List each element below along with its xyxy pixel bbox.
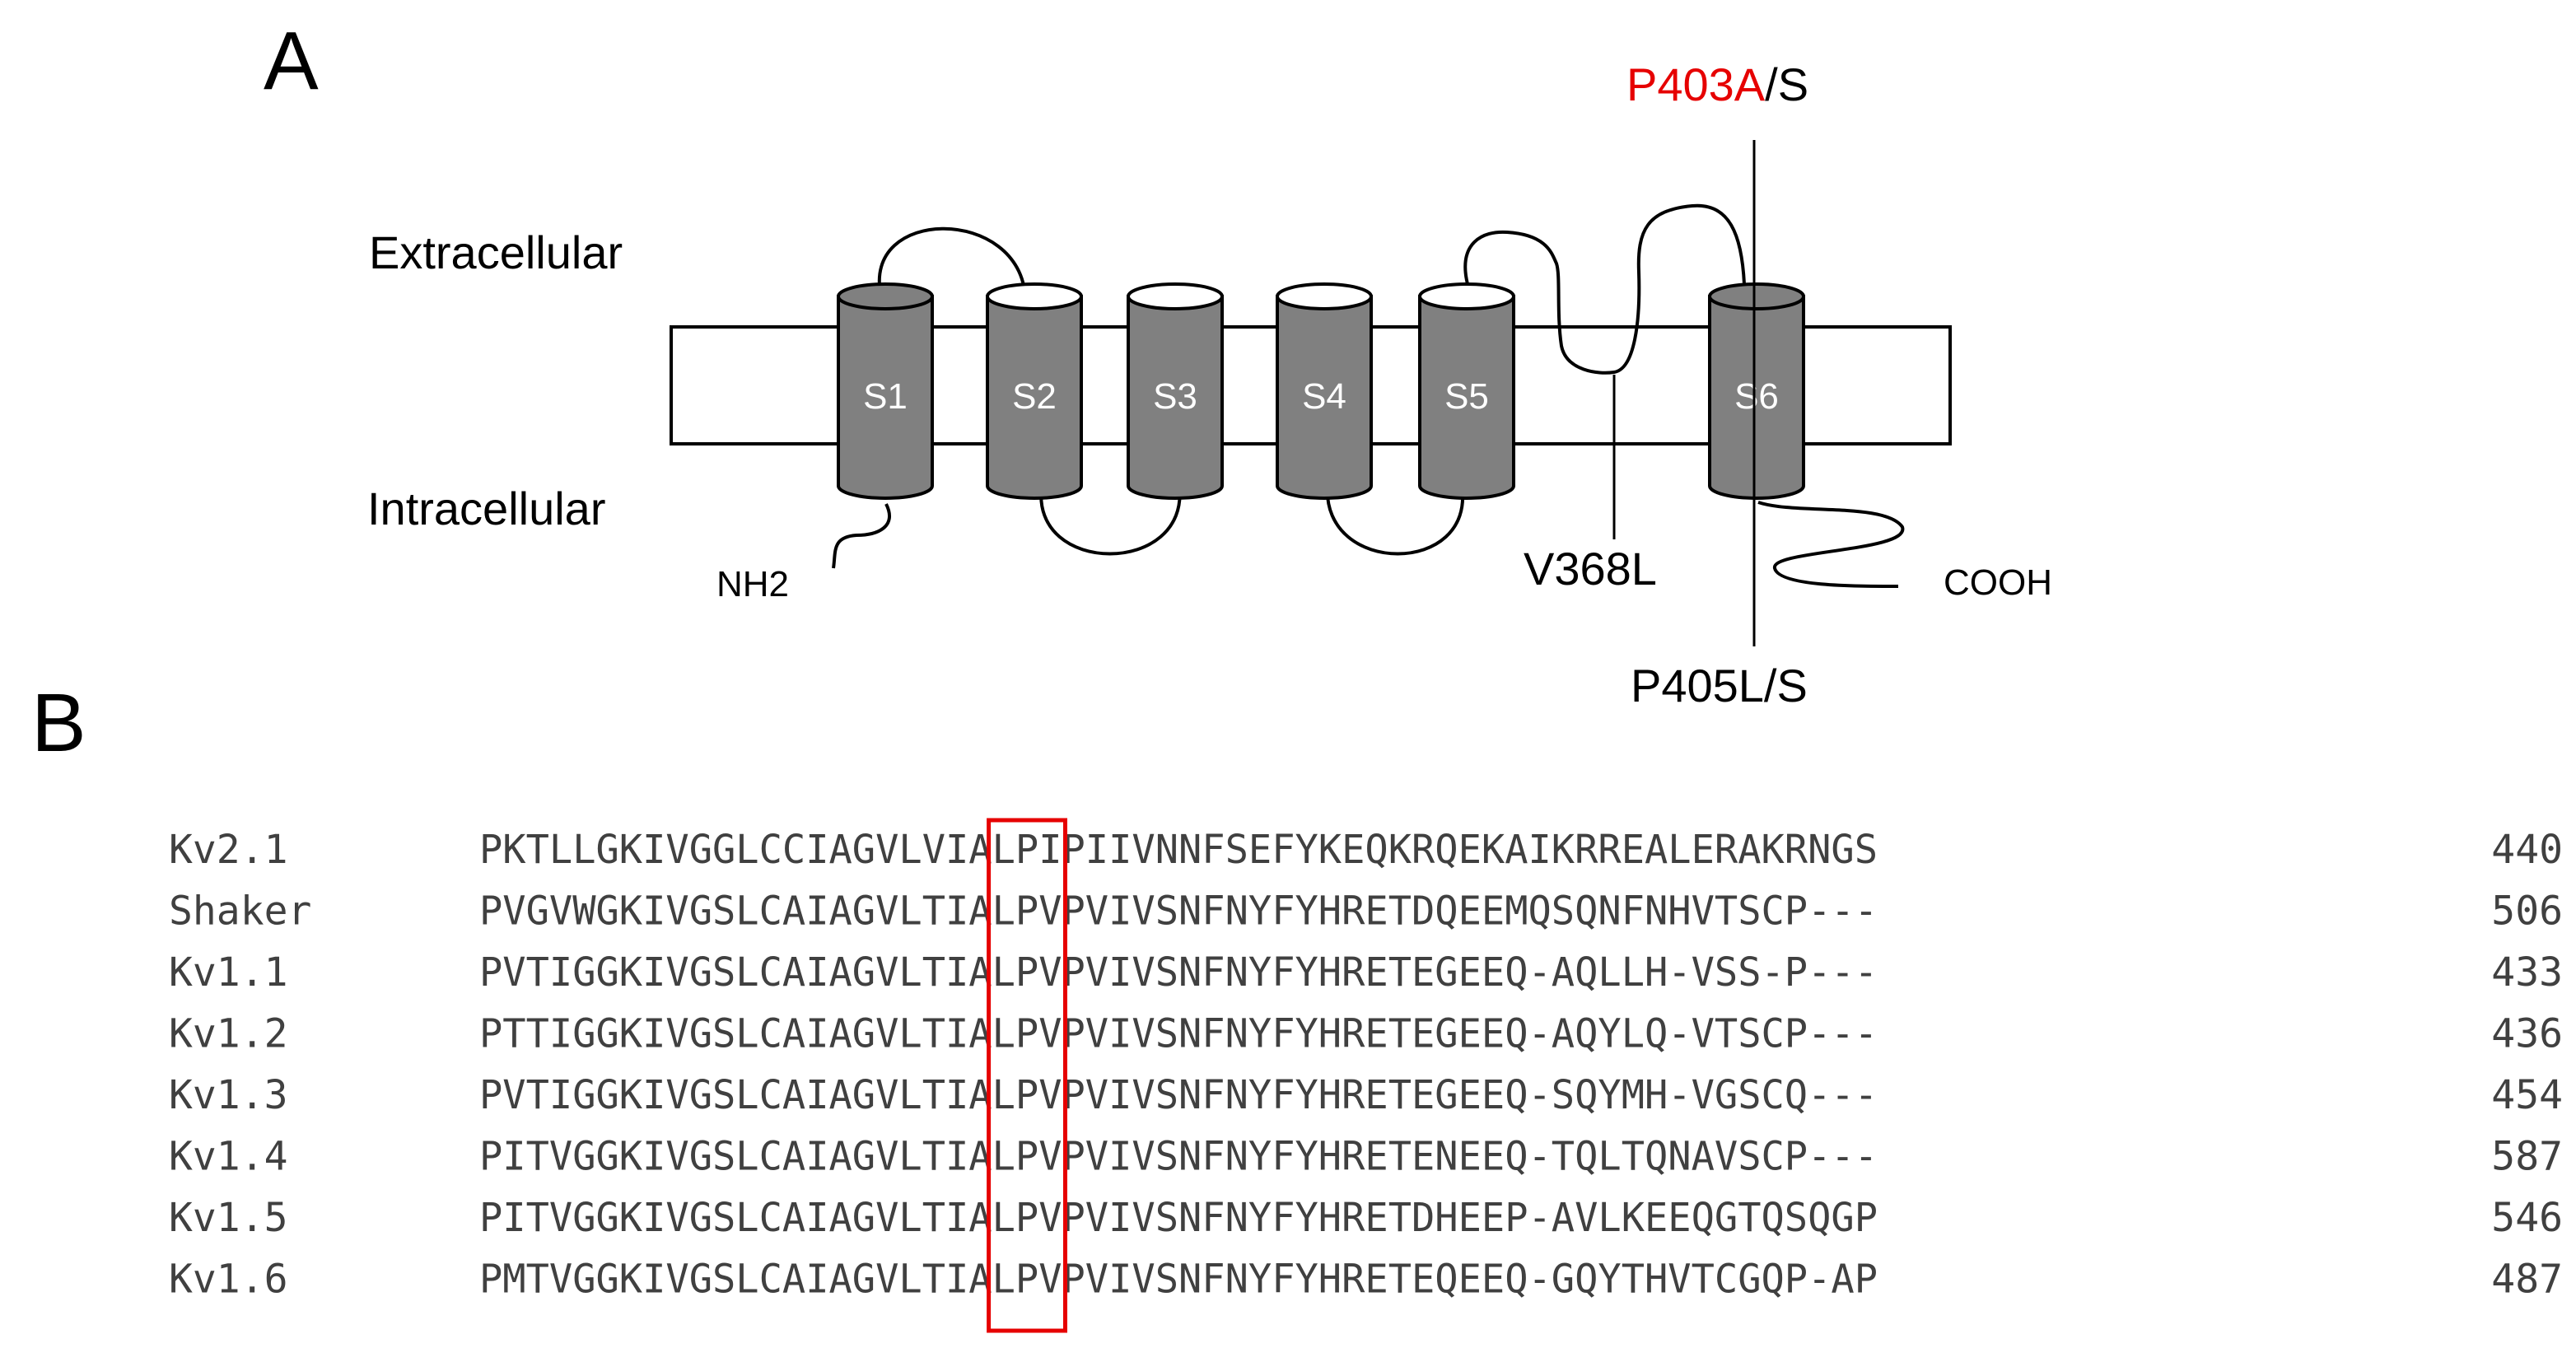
residue-number: 433: [2491, 949, 2563, 996]
sequence-pre: PTTIGGKIVGSLCAIAGVLTIA: [479, 1011, 992, 1057]
sequence-residues: PVGVWGKIVGSLCAIAGVLTIALPVPVIVSNFNYFYHRET…: [479, 889, 1878, 935]
sequence-name: Kv1.4: [169, 1134, 288, 1180]
helix-label-s6: S6: [1734, 376, 1779, 417]
helix-s5-top: [1418, 282, 1515, 310]
helix-label-s4: S4: [1302, 376, 1346, 417]
helix-label-s1: S1: [863, 376, 908, 417]
helix-s6: S6: [1708, 282, 1805, 500]
sequence-boxed: LPV: [992, 1257, 1062, 1303]
cooh-label: COOH: [1944, 562, 2052, 603]
extracellular-label: Extracellular: [369, 226, 623, 278]
mutation-v368-label: V368L: [1524, 543, 1657, 595]
alignment-row: Kv1.1 PVTIGGKIVGSLCAIAGVLTIALPVPVIVSNFNYF…: [169, 949, 2563, 996]
helix-s2-top: [986, 282, 1083, 310]
residue-number: 506: [2491, 889, 2563, 935]
helix-s6-top: [1708, 282, 1805, 310]
helix-s5: S5: [1418, 282, 1515, 500]
sequence-residues: PITVGGKIVGSLCAIAGVLTIALPVPVIVSNFNYFYHRET…: [479, 1195, 1878, 1241]
helix-s3-top: [1127, 282, 1224, 310]
mutation-p405-label: P405L/S: [1631, 660, 1808, 711]
sequence-post: PVIVSNFNYFYHRETEGEEQ-AQYLQ-VTSCP---: [1062, 1011, 1878, 1057]
residue-number: 546: [2491, 1195, 2563, 1241]
sequence-boxed: LPV: [992, 1134, 1062, 1180]
helix-s4-top: [1276, 282, 1373, 310]
sequence-boxed: LPV: [992, 1011, 1062, 1057]
helix-label-s5: S5: [1444, 376, 1489, 417]
sequence-residues: PVTIGGKIVGSLCAIAGVLTIALPVPVIVSNFNYFYHRET…: [479, 1072, 1878, 1118]
helix-label-s3: S3: [1153, 376, 1197, 417]
sequence-pre: PITVGGKIVGSLCAIAGVLTIA: [479, 1134, 992, 1180]
conserved-motif-box: [987, 818, 1067, 1333]
sequence-name: Kv1.1: [169, 949, 288, 996]
residue-number: 587: [2491, 1134, 2563, 1180]
sequence-pre: PKTLLGKIVGGLCCIAGVLVIA: [479, 827, 992, 873]
sequence-boxed: LPV: [992, 1195, 1062, 1241]
intracellular-label: Intracellular: [367, 483, 605, 534]
mutation-p403-black: /S: [1765, 58, 1808, 110]
sequence-post: PVIVSNFNYFYHRETDHEEP-AVLKEEQGTQSQGP: [1062, 1195, 1878, 1241]
sequence-name: Kv1.6: [169, 1257, 288, 1303]
sequence-name: Shaker: [169, 889, 311, 935]
sequence-residues: PMTVGGKIVGSLCAIAGVLTIALPVPVIVSNFNYFYHRET…: [479, 1257, 1878, 1303]
alignment-row: Kv1.4 PITVGGKIVGSLCAIAGVLTIALPVPVIVSNFNYF…: [169, 1134, 2563, 1180]
loops: [832, 203, 1905, 588]
sequence-post: PVIVSNFNYFYHRETEQEEQ-GQYTHVTCGQP-AP: [1062, 1257, 1878, 1303]
helix-s4: S4: [1276, 282, 1373, 500]
alignment-row: Kv1.2 PTTIGGKIVGSLCAIAGVLTIALPVPVIVSNFNYF…: [169, 1011, 2563, 1057]
cooh-tail: [1757, 501, 1905, 588]
sequence-boxed: LPI: [992, 827, 1062, 873]
sequence-post: PVIVSNFNYFYHRETEGEEQ-SQYMH-VGSCQ---: [1062, 1072, 1878, 1118]
loop-s4-s5: [1325, 485, 1465, 556]
sequence-boxed: LPV: [992, 949, 1062, 996]
sequence-residues: PKTLLGKIVGGLCCIAGVLVIALPIPIIVNNFSEFYKEQK…: [479, 827, 1878, 873]
loop-s5-s6: [1463, 203, 1746, 375]
panel-b: B Kv2.1 PKTLLGKIVGGLCCIAGVLVIALPIPIIVNNFS…: [31, 677, 2563, 1333]
panel-b-label: B: [31, 677, 86, 769]
mutation-p403-red: P403A: [1626, 58, 1766, 110]
helix-s2: S2: [986, 282, 1083, 500]
sequence-residues: PTTIGGKIVGSLCAIAGVLTIALPVPVIVSNFNYFYHRET…: [479, 1011, 1878, 1057]
sequence-name: Kv1.2: [169, 1011, 288, 1057]
sequence-pre: PMTVGGKIVGSLCAIAGVLTIA: [479, 1257, 992, 1303]
alignment-row: Kv2.1 PKTLLGKIVGGLCCIAGVLVIALPIPIIVNNFSEF…: [169, 827, 2563, 873]
sequence-post: PVIVSNFNYFYHRETDQEEMQSQNFNHVTSCP---: [1062, 889, 1878, 935]
sequence-pre: PITVGGKIVGSLCAIAGVLTIA: [479, 1195, 992, 1241]
sequence-name: Kv1.3: [169, 1072, 288, 1118]
sequence-boxed: LPV: [992, 889, 1062, 935]
mutation-p403-label: P403A/S: [1626, 58, 1808, 110]
helix-label-s2: S2: [1012, 376, 1057, 417]
sequence-post: PVIVSNFNYFYHRETENEEQ-TQLTQNAVSCP---: [1062, 1134, 1878, 1180]
sequence-name: Kv2.1: [169, 827, 288, 873]
sequence-pre: PVTIGGKIVGSLCAIAGVLTIA: [479, 1072, 992, 1118]
alignment-row: Kv1.5 PITVGGKIVGSLCAIAGVLTIALPVPVIVSNFNYF…: [169, 1195, 2563, 1241]
nh2-label: NH2: [716, 564, 789, 604]
nh2-tail: [832, 503, 892, 569]
helix-s1: S1: [837, 282, 934, 500]
alignment-row: Shaker PVGVWGKIVGSLCAIAGVLTIALPVPVIVSNFNY…: [169, 889, 2563, 935]
helix-s3: S3: [1127, 282, 1224, 500]
panel-a: A Extracellular Intracellular S1 S2: [264, 15, 2052, 711]
residue-number: 487: [2491, 1257, 2563, 1303]
panel-a-label: A: [264, 15, 319, 107]
helix-s1-top: [837, 282, 934, 310]
alignment-row: Kv1.6 PMTVGGKIVGSLCAIAGVLTIALPVPVIVSNFNYF…: [169, 1257, 2563, 1303]
loop-s1-s2: [877, 226, 1027, 299]
sequence-residues: PVTIGGKIVGSLCAIAGVLTIALPVPVIVSNFNYFYHRET…: [479, 949, 1878, 996]
alignment-row: Kv1.3 PVTIGGKIVGSLCAIAGVLTIALPVPVIVSNFNYF…: [169, 1072, 2563, 1118]
residue-number: 436: [2491, 1011, 2563, 1057]
sequence-pre: PVGVWGKIVGSLCAIAGVLTIA: [479, 889, 992, 935]
sequence-name: Kv1.5: [169, 1195, 288, 1241]
sequence-residues: PITVGGKIVGSLCAIAGVLTIALPVPVIVSNFNYFYHRET…: [479, 1134, 1878, 1180]
residue-number: 440: [2491, 827, 2563, 873]
sequence-alignment: Kv2.1 PKTLLGKIVGGLCCIAGVLVIALPIPIIVNNFSEF…: [169, 827, 2563, 1303]
loop-s2-s3: [1039, 485, 1182, 556]
residue-number: 454: [2491, 1072, 2563, 1118]
sequence-post: PIIVNNFSEFYKEQKRQEKAIKRREALERAKRNGS: [1062, 827, 1878, 873]
sequence-post: PVIVSNFNYFYHRETEGEEQ-AQLLH-VSS-P---: [1062, 949, 1878, 996]
sequence-boxed: LPV: [992, 1072, 1062, 1118]
sequence-pre: PVTIGGKIVGSLCAIAGVLTIA: [479, 949, 992, 996]
